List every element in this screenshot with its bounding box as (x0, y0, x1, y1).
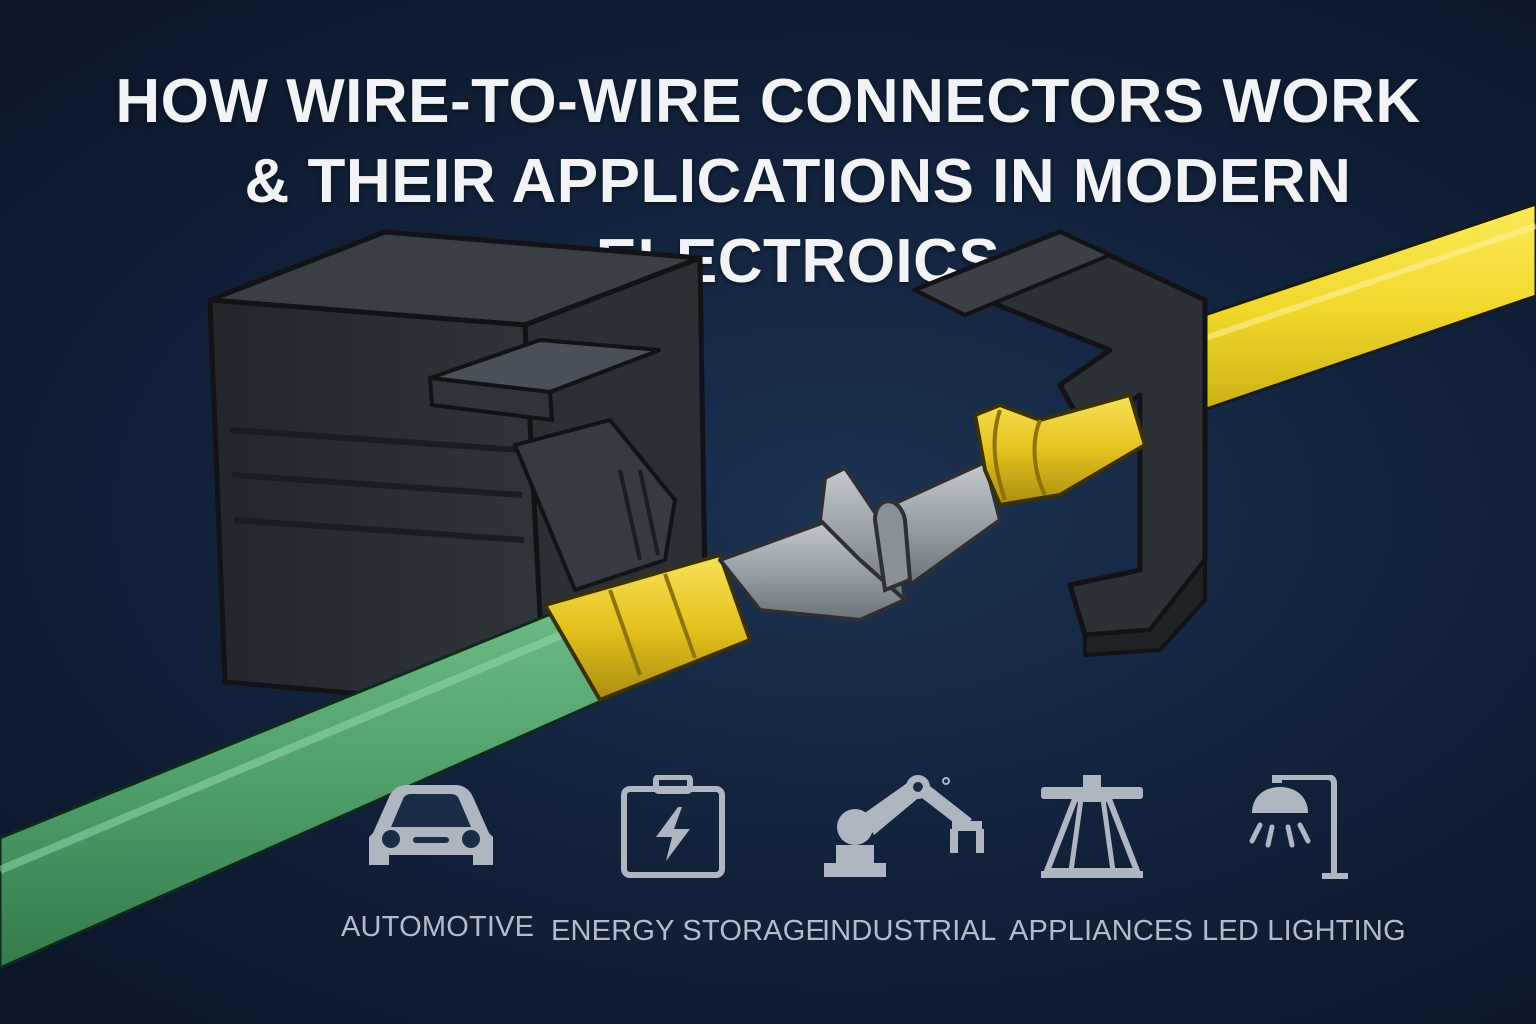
application-label: LED LIGHTING (1202, 915, 1406, 947)
application-led-lighting: LED LIGHTING (1202, 775, 1406, 948)
application-industrial: INDUSTRIAL (822, 775, 997, 948)
right-connector-housing (910, 229, 1208, 658)
appliance-icon (1041, 775, 1143, 878)
yellow-wire (1158, 202, 1536, 420)
application-label: AUTOMOTIVE (341, 911, 535, 943)
gold-crimp-terminal (543, 553, 752, 702)
application-energy-storage: ENERGY STORAGE (551, 775, 826, 948)
gold-sleeve-terminal (973, 393, 1147, 507)
title-line-1: HOW WIRE-TO-WIRE CONNECTORS WORK (115, 67, 1421, 136)
car-icon (369, 785, 493, 865)
page-title: HOW WIRE-TO-WIRE CONNECTORS WORK & THEIR… (0, 62, 1536, 302)
application-label: APPLIANCES (1009, 915, 1194, 947)
application-automotive: AUTOMOTIVE (341, 775, 535, 944)
application-appliances: APPLIANCES (1009, 775, 1194, 948)
silver-terminal-female (872, 460, 1002, 593)
title-line-2: & THEIR APPLICATIONS IN MODERN ELECTROIC… (244, 147, 1352, 296)
street-lamp-icon (1249, 775, 1348, 879)
application-label: ENERGY STORAGE (551, 915, 826, 947)
application-label: INDUSTRIAL (822, 915, 997, 947)
battery-bolt-icon (621, 775, 725, 878)
robot-arm-icon (824, 775, 984, 877)
